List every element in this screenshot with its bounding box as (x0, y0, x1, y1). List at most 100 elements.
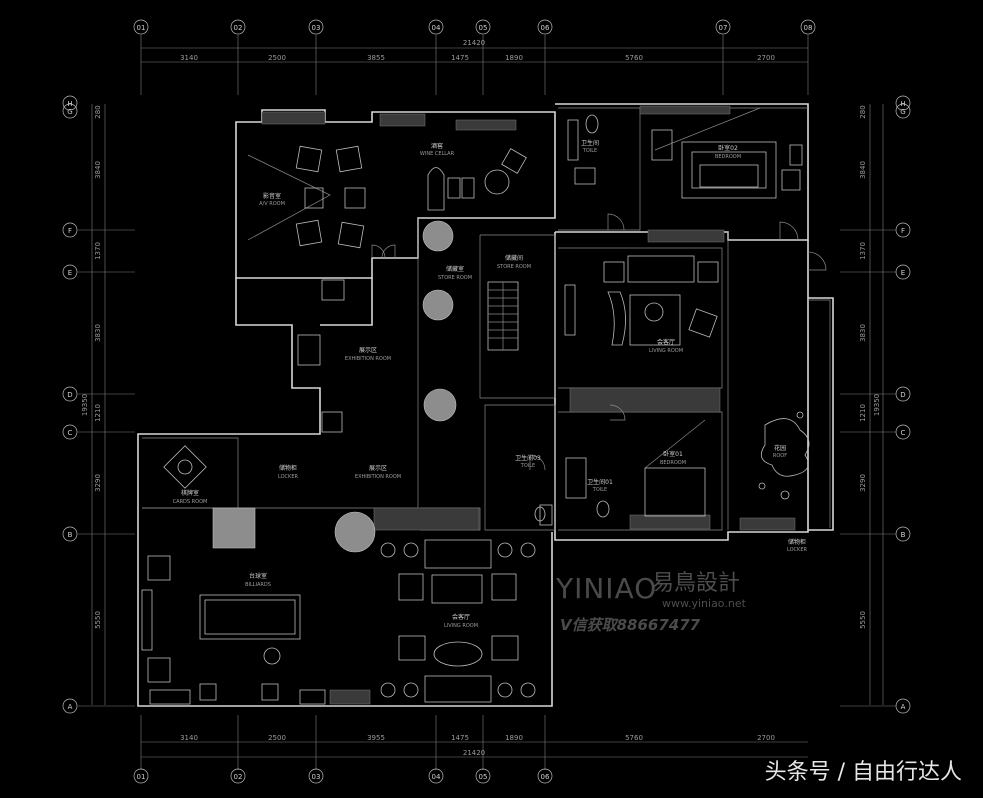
left-dim-6: 3290 (94, 474, 102, 492)
axis-label-02-top: 02 (234, 24, 243, 32)
row-axes-left: A B C D E F G H 280 3840 1370 3830 1210 … (62, 95, 135, 714)
row-label-H-left: H (67, 100, 72, 108)
room-label-living-room-1: 会客厅 (452, 613, 470, 621)
top-dim-1: 3140 (180, 54, 198, 62)
row-label-D-right: D (900, 391, 905, 399)
right-total-dimension: 19350 (873, 394, 881, 416)
watermark-brand: YINIAO (555, 572, 657, 605)
room-en-cards-room: CARDS ROOM (173, 499, 208, 505)
staircase (487, 281, 519, 351)
room-en-toilet-2: TOILE (520, 463, 535, 469)
room-en-av-room: A/V ROOM (259, 201, 285, 207)
row-label-F-left: F (68, 227, 72, 235)
top-dim-7: 2700 (757, 54, 775, 62)
room-label-toilet-3: 卫生间01 (587, 478, 613, 486)
row-label-E-right: E (901, 269, 905, 277)
room-labels: 影音室 A/V ROOM 酒窖 WINE CELLAR 储藏室 STORE RO… (173, 139, 808, 629)
room-label-wine-cellar: 酒窖 (431, 142, 443, 150)
right-dim-2: 3840 (859, 161, 867, 179)
room-label-bedroom-1: 卧室02 (718, 144, 738, 152)
column-axes-top: 01 02 03 04 05 06 07 08 (133, 19, 816, 95)
row-label-A-right: A (901, 703, 906, 711)
left-dim-5: 1210 (94, 404, 102, 422)
building-walls (137, 103, 834, 707)
bottom-dim-1: 3140 (180, 734, 198, 742)
room-en-living-room-2: LIVING ROOM (649, 348, 683, 354)
room-label-toilet-2: 卫生间03 (515, 454, 541, 462)
wall-hatches (261, 105, 796, 705)
room-label-exhibition-1: 展示区 (359, 347, 377, 354)
watermark-wechat: V信获取88667477 (560, 616, 701, 634)
room-en-wine-cellar: WINE CELLAR (420, 151, 455, 157)
room-en-billiards: BILLIARDS (245, 582, 271, 588)
furniture (141, 107, 827, 705)
room-en-toilet-1: TOILE (582, 148, 597, 154)
axis-label-01-top: 01 (137, 24, 146, 32)
room-label-cards-room: 棋牌室 (181, 489, 199, 497)
axis-label-06-bottom: 06 (541, 773, 550, 781)
room-label-av-room: 影音室 (263, 192, 281, 200)
bottom-dim-2: 2500 (268, 734, 286, 742)
axis-label-05-top: 05 (479, 24, 488, 32)
source-credit: 头条号 / 自由行达人 (765, 760, 962, 785)
row-label-E-left: E (68, 269, 72, 277)
axis-label-02-bottom: 02 (234, 773, 243, 781)
axis-label-03-bottom: 03 (312, 773, 321, 781)
room-label-living-room-2: 会客厅 (657, 338, 675, 346)
row-label-F-right: F (901, 227, 905, 235)
right-dim-5: 1210 (859, 404, 867, 422)
room-en-living-room-1: LIVING ROOM (444, 623, 478, 629)
left-dim-4: 3830 (94, 324, 102, 342)
row-label-B-left: B (68, 531, 73, 539)
top-total-dimension: 21420 (463, 39, 485, 47)
top-dim-6: 5760 (625, 54, 643, 62)
room-en-bedroom-1: BEDROOM (715, 154, 741, 160)
column-axes-bottom: 01 02 03 04 05 06 (133, 715, 553, 784)
right-dim-1: 280 (859, 105, 867, 118)
row-label-C-right: C (901, 429, 906, 437)
row-axes-right: A B C D E F G H 280 3840 1370 3830 1210 … (840, 95, 911, 714)
room-en-garden: ROOF (773, 453, 787, 459)
axis-label-03-top: 03 (312, 24, 321, 32)
right-dim-3: 1370 (859, 242, 867, 260)
axis-label-04-bottom: 04 (432, 773, 441, 781)
watermark-brand-cn: 易鳥設計 (652, 571, 740, 596)
row-label-A-left: A (68, 703, 73, 711)
room-label-exhibition-2: 展示区 (369, 465, 387, 472)
watermark-url: www.yiniao.net (662, 597, 747, 610)
top-dim-5: 1890 (505, 54, 523, 62)
top-dim-3: 3855 (367, 54, 385, 62)
axis-label-05-bottom: 05 (479, 773, 488, 781)
room-en-store-room-1: STORE ROOM (438, 275, 472, 281)
bottom-dim-4: 1475 (451, 734, 469, 742)
right-dim-6: 3290 (859, 474, 867, 492)
row-label-B-right: B (901, 531, 906, 539)
axis-label-01-bottom: 01 (137, 773, 146, 781)
room-en-locker-2: LOCKER (787, 547, 807, 553)
bottom-dimension-chain: 3140 2500 3955 1475 1890 5760 2700 21420 (141, 734, 808, 758)
top-dim-2: 2500 (268, 54, 286, 62)
top-dim-4: 1475 (451, 54, 469, 62)
room-label-locker-1: 储物柜 (279, 464, 297, 472)
left-dim-1: 280 (94, 105, 102, 118)
left-dim-3: 1370 (94, 242, 102, 260)
bottom-dim-6: 5760 (625, 734, 643, 742)
axis-label-07-top: 07 (719, 24, 728, 32)
room-en-toilet-3: TOILE (592, 487, 607, 493)
bottom-dim-7: 2700 (757, 734, 775, 742)
bottom-dim-3: 3955 (367, 734, 385, 742)
room-label-store-room-1: 储藏室 (446, 265, 464, 273)
room-label-toilet-1: 卫生间 (581, 139, 599, 147)
left-dim-7: 5550 (94, 611, 102, 629)
axis-label-04-top: 04 (432, 24, 441, 32)
right-dim-4: 3830 (859, 324, 867, 342)
left-total-dimension: 19350 (81, 394, 89, 416)
bottom-total-dimension: 21420 (463, 749, 485, 757)
bottom-dim-5: 1890 (505, 734, 523, 742)
room-label-bedroom-2: 卧室01 (663, 450, 683, 458)
room-label-billiards: 台球室 (249, 572, 267, 580)
watermark: YINIAO 易鳥設計 www.yiniao.net V信获取88667477 (555, 571, 747, 634)
right-dim-7: 5550 (859, 611, 867, 629)
room-label-locker-2: 储物柜 (788, 538, 806, 546)
